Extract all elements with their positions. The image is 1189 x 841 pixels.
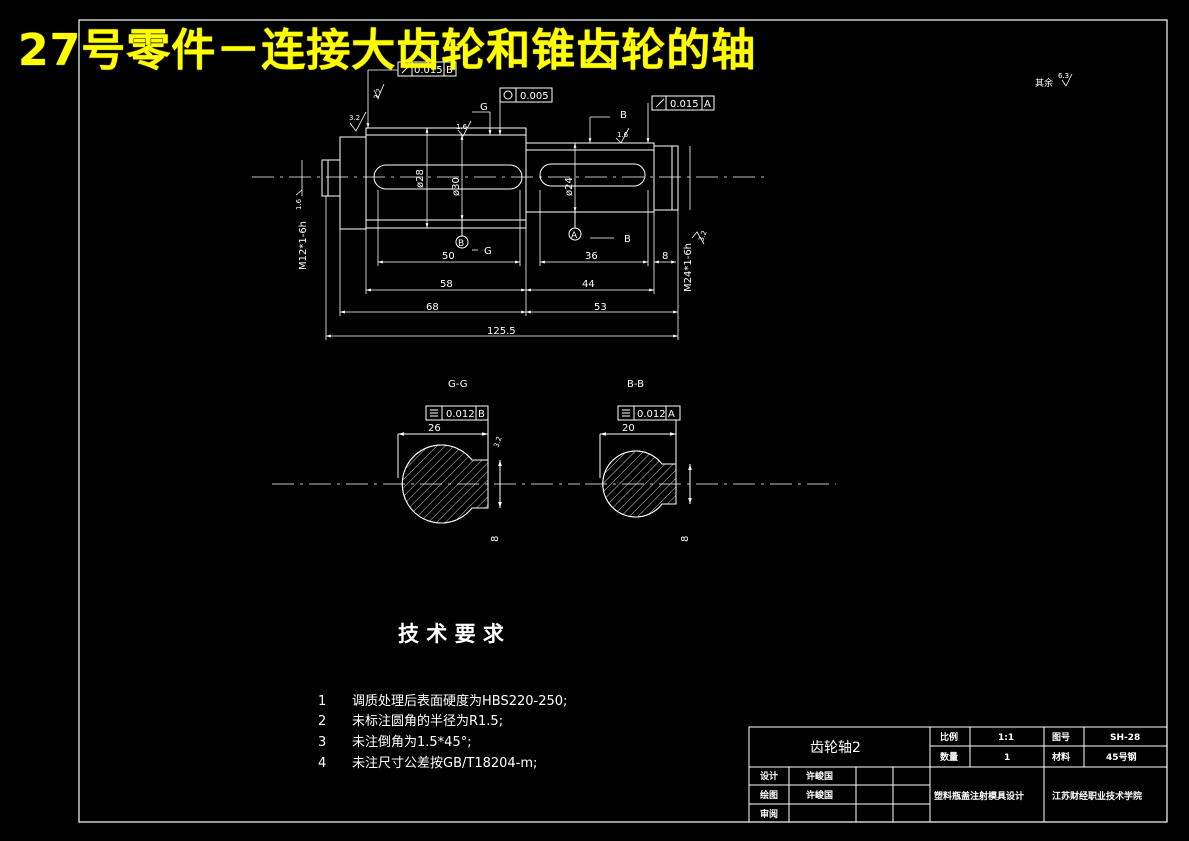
- tb-scale-value: 1:1: [998, 733, 1014, 743]
- title-block: [748, 726, 1168, 823]
- tb-material-value: 45号钢: [1106, 751, 1137, 763]
- tolerance-frames: [397, 61, 715, 421]
- dim-53: 53: [594, 302, 607, 313]
- tol-f4-datum: B: [478, 409, 485, 420]
- rough-32c: 3.2: [697, 229, 708, 242]
- tol-f1-value: 0.015: [414, 65, 443, 76]
- drawing-border: [78, 19, 1168, 823]
- req-2-text: 未标注圆角的半径为R1.5;: [352, 713, 503, 729]
- tb-qty-value: 1: [1004, 753, 1010, 763]
- tb-scale-label: 比例: [940, 731, 958, 743]
- rough-32d: 3.2: [492, 435, 503, 448]
- datum-b: B: [458, 239, 464, 249]
- tb-draw-name: 许峻国: [806, 789, 833, 801]
- tol-f5-value: 0.012: [637, 409, 666, 420]
- req-2-num: 2: [318, 714, 326, 729]
- label-b-top: B: [620, 110, 627, 121]
- tol-f4-value: 0.012: [446, 409, 475, 420]
- section-label-gg: G-G: [448, 379, 467, 390]
- tb-qty-label: 数量: [940, 751, 958, 763]
- shaft-main-view: [252, 127, 770, 230]
- requirements-list: 1 调质处理后表面硬度为HBS220-250; 2 未标注圆角的半径为R1.5;…: [318, 693, 567, 771]
- req-3-num: 3: [318, 735, 326, 750]
- label-g-bottom: G: [484, 246, 492, 257]
- dia-left: ø28: [415, 169, 426, 188]
- main-dimensions: [295, 69, 1073, 340]
- dim-125: 125.5: [487, 326, 516, 337]
- datum-a: A: [571, 231, 578, 241]
- title-block-text: 齿轮轴2 比例 1:1 图号 SH-28 数量 1 材料 45号钢 设计 许峻国…: [760, 731, 1142, 820]
- req-1-num: 1: [318, 694, 326, 709]
- datum-markers: [455, 212, 582, 249]
- dim-50: 50: [442, 251, 455, 262]
- tb-drawno-label: 图号: [1052, 732, 1070, 743]
- dim-44: 44: [582, 279, 595, 290]
- thread-left: M12*1-6h: [298, 221, 309, 270]
- section-views: [272, 420, 836, 524]
- label-b-bottom: B: [624, 234, 631, 245]
- tb-drawno-value: SH-28: [1110, 733, 1140, 743]
- tol-f2-value: 0.005: [520, 91, 549, 102]
- req-4-num: 4: [318, 756, 326, 771]
- part-title-overlay: 27号零件－连接大齿轮和锥齿轮的轴: [18, 25, 757, 76]
- rough-16b: 1.6: [617, 131, 629, 139]
- label-g-top: G: [480, 102, 488, 113]
- rough-32a: 3.2: [349, 114, 360, 122]
- tol-f5-datum: A: [668, 409, 675, 420]
- dia-mid: ø30: [451, 177, 462, 196]
- tb-school: 江苏财经职业技术学院: [1052, 790, 1142, 802]
- section-text: G-G B-B 0.012 B 0.012 A 26 20 8 8 3.2: [428, 379, 691, 542]
- tech-requirements-title: 技 术 要 求: [398, 621, 504, 646]
- req-4-text: 未注尺寸公差按GB/T18204-m;: [352, 756, 537, 771]
- req-1-text: 调质处理后表面硬度为HBS220-250;: [352, 693, 567, 709]
- sec-key-8b: 8: [680, 536, 691, 542]
- tb-draw-label: 绘图: [760, 789, 778, 801]
- rough-16a: 1.6: [456, 123, 468, 131]
- rough-16c: 1.6: [295, 198, 303, 210]
- tb-review-label: 审阅: [760, 808, 778, 820]
- dia-right: ø24: [564, 177, 575, 196]
- thread-right: M24*1-6h: [683, 243, 694, 292]
- tb-design-label: 设计: [760, 770, 778, 782]
- dim-8: 8: [662, 251, 668, 262]
- req-3-text: 未注倒角为1.5*45°;: [352, 735, 472, 750]
- dim-58: 58: [440, 279, 453, 290]
- tb-design-name: 许峻国: [806, 770, 833, 782]
- dim-68: 68: [426, 302, 439, 313]
- sec-width-26: 26: [428, 423, 441, 434]
- tb-part-name: 齿轮轴2: [810, 740, 861, 756]
- sec-width-20: 20: [622, 423, 635, 434]
- section-label-bb: B-B: [627, 379, 644, 390]
- tb-project: 塑料瓶盖注射模具设计: [934, 790, 1024, 802]
- sec-key-8a: 8: [490, 536, 501, 542]
- main-view-text: 0.015 B 0.005 0.015 A G B G B B A 50 36 …: [295, 65, 1069, 337]
- tb-material-label: 材料: [1051, 751, 1070, 763]
- tol-f3-datum: A: [704, 99, 711, 110]
- dim-36: 36: [585, 251, 598, 262]
- tol-f1-datum: B: [446, 65, 453, 76]
- tol-f3-value: 0.015: [670, 99, 699, 110]
- roughness-note-value: 6.3: [1058, 72, 1069, 80]
- roughness-note: 其余: [1035, 77, 1053, 89]
- rough-32b: 3.2: [372, 87, 383, 100]
